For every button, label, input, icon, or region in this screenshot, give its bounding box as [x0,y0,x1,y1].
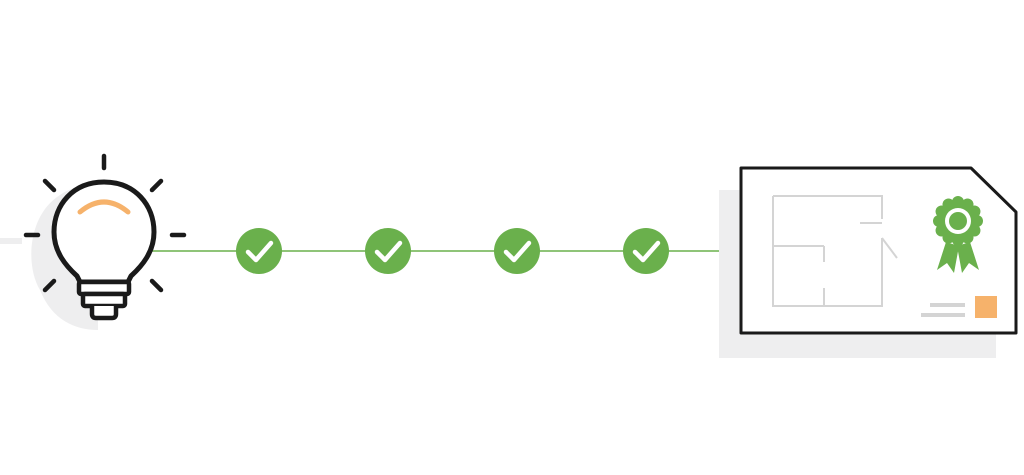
step-circle [365,228,411,274]
lightbulb-bulb [51,179,157,285]
lightbulb-glow [77,199,131,215]
checkmark-icon [245,240,274,263]
lightbulb-base [76,279,132,321]
award-ribbon-icon [933,196,983,273]
step-circle [236,228,282,274]
step-3 [494,228,540,274]
checkmark-icon [632,240,661,263]
signature-lines [921,303,965,317]
step-4 [623,228,669,274]
process-steps [236,228,669,274]
lightbulb-icon [0,153,187,330]
lightbulb-rays [23,153,187,293]
step-circle [494,228,540,274]
step-1 [236,228,282,274]
step-circle [623,228,669,274]
step-2 [365,228,411,274]
card-outline [739,166,1018,335]
rosette [933,196,983,246]
stamp-square [975,296,997,318]
checkmark-icon [374,240,403,263]
floor-plan [772,195,898,307]
lightbulb-shadow-bar [0,238,22,244]
checkmark-icon [503,240,532,263]
certificate-floor-plan-icon [719,166,1018,358]
